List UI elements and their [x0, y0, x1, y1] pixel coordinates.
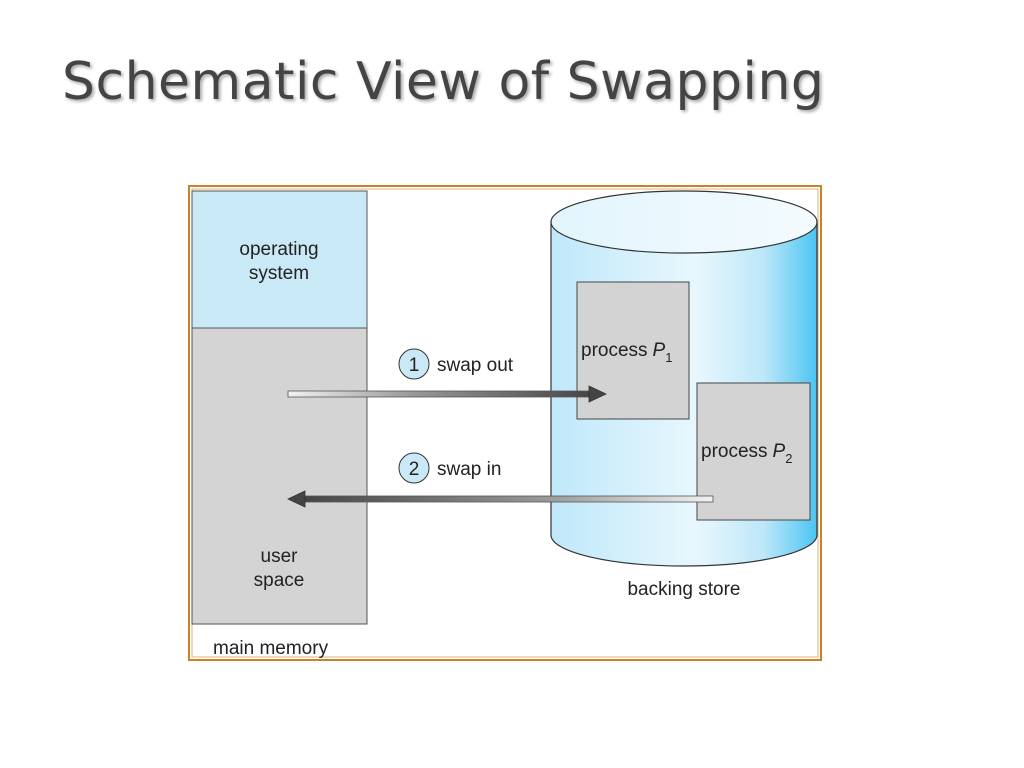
process-p1-sub: 1	[665, 350, 672, 365]
main-memory: operating system user space main memory	[191, 190, 368, 659]
main-memory-caption: main memory	[213, 638, 329, 659]
swap-in-shaft	[301, 495, 714, 503]
swapping-diagram: operating system user space main memory …	[188, 185, 822, 661]
os-label-line2: system	[249, 263, 309, 284]
user-space-label-line2: space	[254, 570, 305, 591]
step-1-circle	[398, 348, 430, 380]
slide-title: Schematic View of Swapping	[62, 52, 825, 112]
backing-store-caption: backing store	[627, 579, 740, 600]
swap-out-arrow	[287, 385, 607, 403]
swap-out-step: 1 swap out	[398, 348, 514, 380]
swap-in-arrow	[287, 490, 714, 508]
step-2-number: 2	[409, 459, 420, 480]
process-p2-sub: 2	[785, 451, 792, 466]
cylinder-top	[550, 190, 818, 254]
step-2-circle	[398, 452, 430, 484]
step-1-label: swap out	[437, 355, 514, 376]
step-1-number: 1	[409, 355, 420, 376]
os-label-line1: operating	[239, 239, 318, 260]
process-p2-var: P	[773, 441, 786, 462]
process-p1-prefix: process	[581, 340, 648, 361]
step-2-label: swap in	[437, 459, 501, 480]
swap-in-head	[287, 490, 306, 508]
process-p2-box	[696, 382, 811, 521]
user-space-region	[191, 327, 368, 625]
swap-out-shaft	[287, 390, 594, 398]
swap-out-head	[588, 385, 607, 403]
process-p2-prefix: process	[701, 441, 768, 462]
process-p1-var: P	[653, 340, 666, 361]
diagram-canvas: operating system user space main memory …	[188, 185, 822, 661]
swap-in-step: 2 swap in	[398, 452, 501, 484]
os-region	[191, 190, 368, 329]
user-space-label-line1: user	[261, 546, 299, 567]
